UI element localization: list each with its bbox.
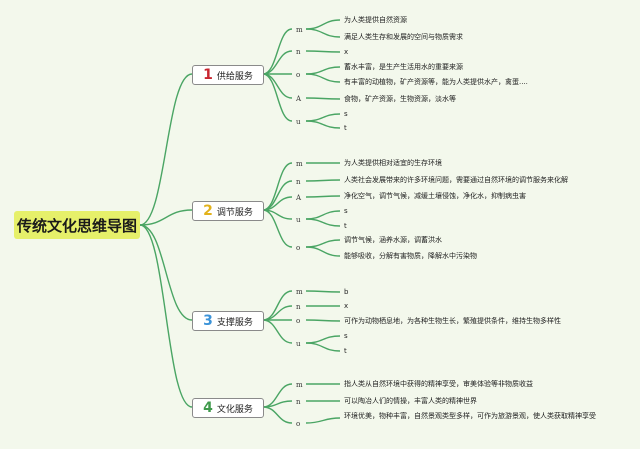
sub-tag: n xyxy=(296,398,301,406)
root-to-branch-line xyxy=(139,224,193,321)
root-node[interactable]: 传统文化思维导图 xyxy=(14,211,140,239)
tag-to-leaf-line xyxy=(305,113,341,122)
tag-to-leaf-line xyxy=(305,19,341,30)
branch-to-tag-line xyxy=(262,50,293,75)
leaf-text: 净化空气，调节气候，减缓土壤侵蚀，净化水，抑制病虫害 xyxy=(344,192,526,200)
leaf-text: 蓄水丰富，是生产生活用水的重要来源 xyxy=(344,63,463,71)
tag-to-leaf-line xyxy=(305,66,341,75)
sub-tag: o xyxy=(296,71,301,79)
branch-label: 文化服务 xyxy=(216,404,253,415)
leaf-text: 人类社会发展带来的许多环境问题，需要通过自然环境的调节服务来化解 xyxy=(344,176,568,184)
tag-to-leaf-line xyxy=(305,246,341,257)
branch-to-tag-line xyxy=(262,73,293,99)
tag-to-leaf-line xyxy=(305,319,341,322)
sub-tag: u xyxy=(296,118,301,126)
sub-tag: n xyxy=(296,178,301,186)
sub-tag: o xyxy=(296,317,301,325)
leaf-text: s xyxy=(344,332,348,340)
tag-to-leaf-line xyxy=(305,179,341,182)
leaf-text: t xyxy=(344,124,347,132)
sub-tag: o xyxy=(296,420,301,428)
branch-to-tag-line xyxy=(262,73,293,122)
tag-to-leaf-line xyxy=(305,239,341,248)
sub-tag: n xyxy=(296,48,301,56)
branch-to-tag-line xyxy=(262,209,293,248)
branch-number: 3 xyxy=(203,313,213,329)
sub-tag: u xyxy=(296,340,301,348)
tag-to-leaf-line xyxy=(305,50,341,53)
branch-to-tag-line xyxy=(262,406,293,424)
branch-number: 1 xyxy=(203,67,213,83)
branch-node-1[interactable]: 1 供给服务 xyxy=(192,65,264,85)
branch-node-3[interactable]: 3 支撑服务 xyxy=(192,311,264,331)
leaf-text: t xyxy=(344,222,347,230)
branch-to-tag-line xyxy=(262,305,293,321)
tag-to-leaf-line xyxy=(305,210,341,220)
leaf-text: t xyxy=(344,347,347,355)
tag-to-leaf-line xyxy=(305,218,341,227)
tag-to-leaf-line xyxy=(305,417,341,424)
leaf-text: b xyxy=(344,288,349,296)
leaf-text: 食物，矿产资源，生物资源，淡水等 xyxy=(344,95,456,103)
sub-tag: m xyxy=(296,26,303,34)
tag-to-leaf-line xyxy=(305,290,341,293)
sub-tag: m xyxy=(296,381,303,389)
branch-to-tag-line xyxy=(262,319,293,344)
leaf-text: s xyxy=(344,207,348,215)
leaf-text: 为人类提供相对适宜的生存环境 xyxy=(344,159,442,167)
sub-tag: m xyxy=(296,160,303,168)
leaf-text: x xyxy=(344,48,349,56)
tag-to-leaf-line xyxy=(305,97,341,100)
leaf-text: 可作为动物栖息地，为各种生物生长，繁殖提供条件，维持生物多样性 xyxy=(344,317,561,325)
root-to-branch-line xyxy=(139,224,193,408)
leaf-text: 能够吸收，分解有害物质，降解水中污染物 xyxy=(344,252,477,260)
branch-node-2[interactable]: 2 调节服务 xyxy=(192,201,264,221)
sub-tag: u xyxy=(296,216,301,224)
leaf-text: x xyxy=(344,302,349,310)
branch-label: 调节服务 xyxy=(216,207,253,218)
leaf-text: 可以陶冶人们的情操，丰富人类的精神世界 xyxy=(344,397,477,405)
sub-tag: n xyxy=(296,303,301,311)
leaf-text: 环境优美，物种丰富，自然景观类型多样，可作为旅游景观，使人类获取精神享受 xyxy=(344,412,596,420)
branch-number: 4 xyxy=(203,400,213,416)
tag-to-leaf-line xyxy=(305,73,341,83)
sub-tag: A xyxy=(296,95,302,103)
sub-tag: o xyxy=(296,244,301,252)
leaf-text: 调节气候，涵养水源，调蓄洪水 xyxy=(344,236,442,244)
sub-tag: m xyxy=(296,288,303,296)
branch-number: 2 xyxy=(203,203,213,219)
branch-label: 支撑服务 xyxy=(216,317,253,328)
branch-to-tag-line xyxy=(262,290,293,321)
leaf-text: 有丰富的动植物，矿产资源等，能为人类提供水产，禽蛋.... xyxy=(344,78,528,86)
leaf-text: 为人类提供自然资源 xyxy=(344,16,407,24)
root-to-branch-line xyxy=(139,209,193,226)
tag-to-leaf-line xyxy=(305,342,341,352)
root-to-branch-line xyxy=(139,73,193,226)
branch-node-4[interactable]: 4 文化服务 xyxy=(192,398,264,418)
tag-to-leaf-line xyxy=(305,195,341,198)
sub-tag: A xyxy=(296,194,302,202)
tag-to-leaf-line xyxy=(305,120,341,129)
branch-to-tag-line xyxy=(262,400,293,408)
branch-label: 供给服务 xyxy=(216,71,253,82)
tag-to-leaf-line xyxy=(305,335,341,344)
leaf-text: s xyxy=(344,110,348,118)
leaf-text: 满足人类生存和发展的空间与物质需求 xyxy=(344,33,463,41)
tag-to-leaf-line xyxy=(305,28,341,38)
leaf-text: 指人类从自然环境中获得的精神享受，审美体验等非物质收益 xyxy=(344,380,533,388)
